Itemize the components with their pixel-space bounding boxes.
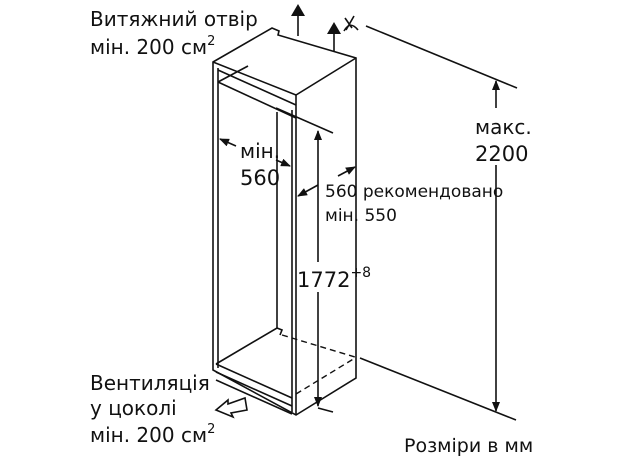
niche-height-tolerance: +8 [350, 265, 371, 281]
bottom-vent-label-1: Вентиляція [90, 371, 210, 395]
top-vent-label-2-line: мін. 200 см2 [90, 34, 215, 59]
niche-height-dimension [275, 107, 334, 413]
top-vent-label-1: Витяжний отвір [90, 7, 258, 31]
max-height-dimension [359, 25, 518, 421]
top-vent-sup: 2 [207, 34, 215, 49]
exhaust-arrow-icon [291, 4, 341, 52]
inner-width-label-2: 560 [240, 166, 280, 190]
depth-label-2: мін. 550 [325, 206, 397, 226]
ventilation-arrow-icon [214, 396, 248, 419]
inner-width-label-1: мін. [240, 139, 280, 163]
niche-height-value: 1772 [297, 268, 350, 292]
niche-height-line: 1772+8 [297, 265, 371, 292]
bottom-vent-label-3-line: мін. 200 см2 [90, 422, 215, 447]
cabinet-outline [212, 27, 357, 416]
bottom-vent-label-3: мін. 200 см [90, 423, 207, 447]
bottom-vent-label-2: у цоколі [90, 396, 177, 420]
inner-width-dimension [219, 138, 291, 167]
max-height-label-2: 2200 [475, 142, 528, 166]
depth-label-1: 560 рекомендовано [325, 182, 503, 202]
max-height-label-1: макс. [475, 115, 532, 139]
top-vent-label-2: мін. 200 см [90, 35, 207, 59]
depth-dimension [297, 166, 356, 197]
units-note: Розміри в мм [404, 435, 533, 457]
fan-icon [343, 15, 359, 32]
blank-margin [545, 0, 624, 440]
bottom-vent-sup: 2 [207, 422, 215, 437]
